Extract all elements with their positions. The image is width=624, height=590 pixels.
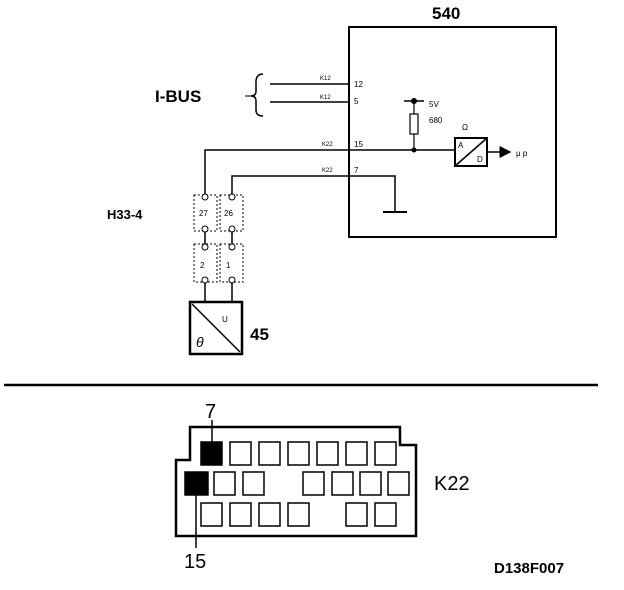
k22-pin-7-callout: 7 (205, 401, 216, 423)
connector-h33-label: H33-4 (107, 207, 143, 222)
k22-connector-housing (174, 425, 418, 538)
wire-pin7-code: K22 (322, 168, 333, 174)
ohm-symbol: Ω (462, 123, 468, 132)
microprocessor-label: μ p (516, 149, 528, 158)
resistor-value: 680 (429, 116, 443, 125)
sensor-theta-label: θ (196, 334, 204, 350)
ecu-pin-5: 5 (354, 97, 359, 106)
h33-pin-26: 26 (224, 209, 233, 218)
h33-pin-2: 2 (200, 261, 205, 270)
k22-label: K22 (434, 473, 470, 495)
ibus-wire-code-2: K12 (320, 95, 331, 101)
pullup-resistor (409, 113, 419, 135)
temperature-sensor (188, 300, 244, 356)
h33-pin-1: 1 (226, 261, 231, 270)
ecu-box (348, 26, 557, 238)
wire-pin7 (231, 175, 396, 212)
sensor-label: 45 (250, 325, 269, 344)
ibus-wire-code-1: K12 (320, 76, 331, 82)
ecu-pin-12: 12 (354, 80, 363, 89)
diagram-code: D138F007 (494, 560, 564, 577)
ibus-brace (250, 73, 264, 117)
ecu-pin-7: 7 (354, 166, 359, 175)
h33-pin-27: 27 (199, 209, 208, 218)
supply-voltage: 5V (429, 100, 439, 109)
wire-pin15 (204, 149, 455, 195)
ibus-label: I-BUS (155, 87, 201, 106)
adc-a-label: A (458, 141, 464, 150)
adc-d-label: D (477, 155, 483, 164)
ecu-pin-15: 15 (354, 140, 363, 149)
sensor-u-label: U (222, 315, 228, 324)
k22-pin-15-callout: 15 (184, 551, 206, 573)
ecu-label: 540 (432, 4, 460, 23)
wire-pin15-code: K22 (322, 142, 333, 148)
